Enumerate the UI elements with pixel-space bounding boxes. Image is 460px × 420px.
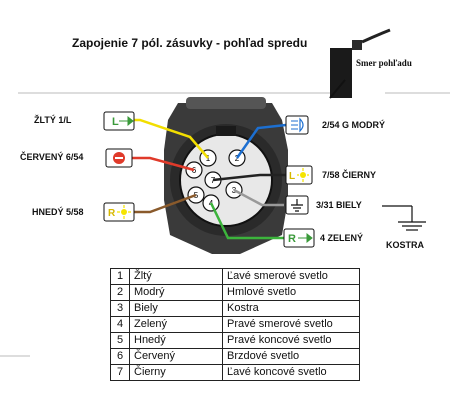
legend-function: Hmlové svetlo [222,284,360,301]
wire-blue [235,123,287,159]
pin-4-label: 4 ZELENÝ [320,233,364,243]
legend-function: Kostra [222,300,360,317]
legend-num: 4 [110,316,130,333]
legend-color: Hnedý [129,332,223,349]
view-direction-image [329,28,391,99]
table-row: 1 Žltý Ľavé smerové svetlo [110,268,360,285]
pin-7-label: 7/58 ČIERNY [322,170,377,180]
svg-text:5: 5 [194,191,199,200]
left-tail-light-icon: L [285,165,313,185]
svg-text:L: L [112,116,119,128]
legend-function: Pravé smerové svetlo [222,316,360,333]
left-turn-icon: L [103,111,135,131]
legend-function: Ľavé koncové svetlo [222,364,360,381]
legend-color: Zelený [129,316,223,333]
legend-num: 6 [110,348,130,365]
legend-color: Čierny [129,364,223,381]
wire-black [212,173,286,182]
legend-color: Modrý [129,284,223,301]
wire-white [233,188,284,207]
pin-1-label: ŽLTÝ 1/L [34,115,72,125]
wire-green [209,202,284,240]
table-row: 6 Červený Brzdové svetlo [110,348,360,365]
table-row: 7 Čierny Ľavé koncové svetlo [110,364,360,381]
table-row: 4 Zelený Pravé smerové svetlo [110,316,360,333]
pin-5-label: HNEDÝ 5/58 [32,207,84,217]
ground-label: KOSTRA [386,240,424,250]
wire-brown [134,193,197,214]
svg-text:R: R [288,233,296,245]
svg-text:1: 1 [206,154,211,163]
pin-6-label: ČERVENÝ 6/54 [20,152,84,162]
table-row: 5 Hnedý Pravé koncové svetlo [110,332,360,349]
pin-2-label: 2/54 G MODRÝ [322,120,386,130]
table-row: 2 Modrý Hmlové svetlo [110,284,360,301]
legend-color: Žltý [129,268,223,285]
legend-function: Brzdové svetlo [222,348,360,365]
brake-light-icon [105,148,133,168]
fog-light-icon [285,115,309,135]
legend-num: 7 [110,364,130,381]
right-turn-icon: R [283,228,315,248]
svg-text:R: R [108,208,116,219]
ground-icon [285,195,309,215]
diagram-title: Zapojenie 7 pól. zásuvky - pohľad spredu [72,36,308,50]
legend-color: Biely [129,300,223,317]
legend-function: Pravé koncové svetlo [222,332,360,349]
pin-legend-table: 1 Žltý Ľavé smerové svetlo 2 Modrý Hmlov… [110,268,360,381]
legend-num: 1 [110,268,130,285]
wire-red [132,156,195,172]
table-row: 3 Biely Kostra [110,300,360,317]
legend-num: 5 [110,332,130,349]
legend-num: 2 [110,284,130,301]
legend-function: Ľavé smerové svetlo [222,268,360,285]
legend-num: 3 [110,300,130,317]
right-tail-light-icon: R [103,202,135,222]
svg-text:L: L [289,171,295,182]
view-direction-label: Smer pohľadu [356,58,412,68]
pin-3-label: 3/31 BIELY [316,200,362,210]
legend-color: Červený [129,348,223,365]
svg-text:2: 2 [235,154,240,163]
kostra-ground-symbol [382,205,426,231]
svg-text:6: 6 [192,166,197,175]
